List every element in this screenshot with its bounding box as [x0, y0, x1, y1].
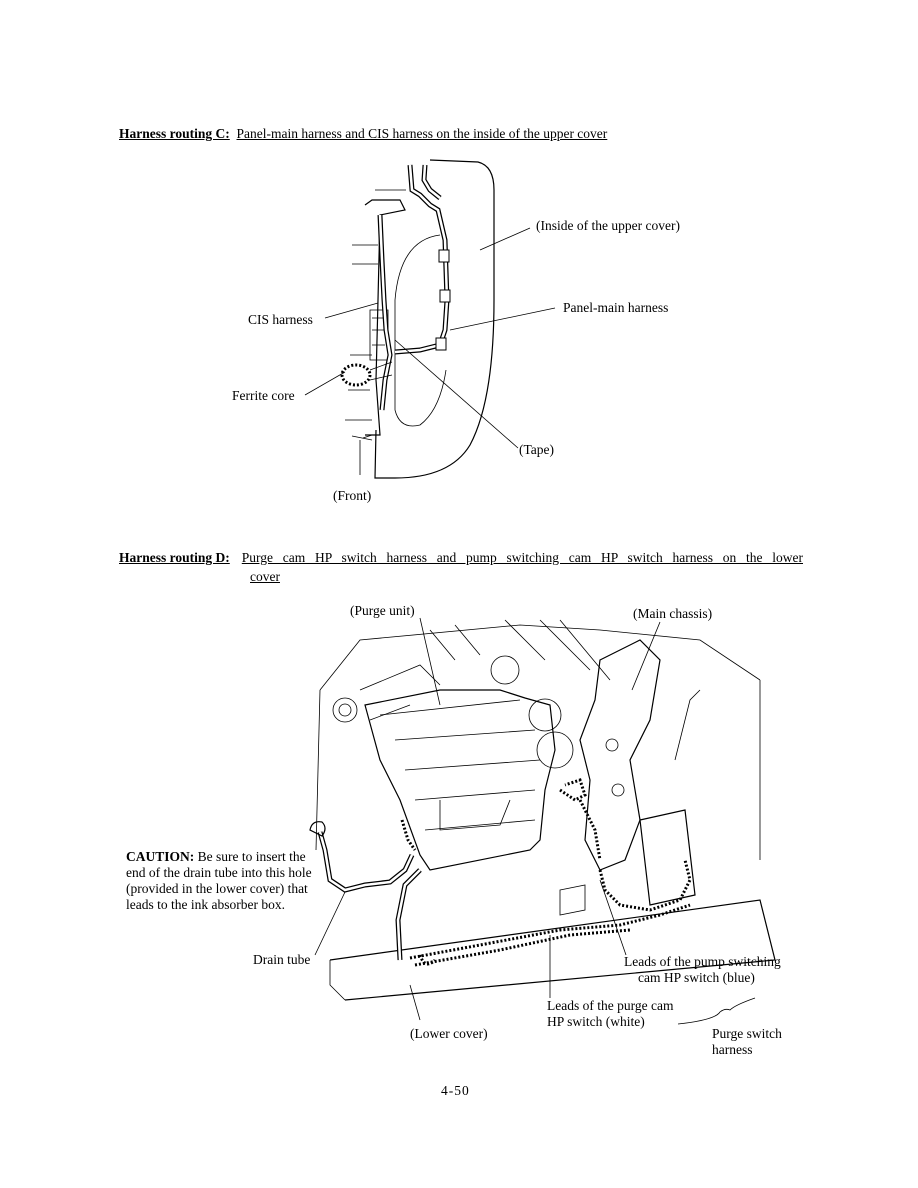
upper-cover-figure: [304, 159, 556, 479]
label-front: (Front): [333, 488, 372, 503]
label-pump-switch-leads-line2: cam HP switch (blue): [638, 970, 755, 985]
section-c-heading-lead: Harness routing C:: [119, 126, 230, 141]
label-purge-switch-harness-line1: Purge switch: [712, 1026, 782, 1041]
label-purge-cam-leads: Leads of the purge cam HP switch (white): [547, 998, 673, 1030]
label-tape: (Tape): [519, 442, 555, 457]
label-pump-switch-leads-line1: Leads of the pump switching: [624, 954, 781, 969]
label-cis-harness: CIS harness: [248, 312, 313, 327]
caution-note: CAUTION: Be sure to insert the end of th…: [126, 849, 316, 913]
section-d-heading-text-line1: Purge cam HP switch harness and pump swi…: [241, 550, 803, 565]
label-inside-upper-cover: (Inside of the upper cover): [536, 218, 680, 233]
label-purge-cam-leads-line1: Leads of the purge cam: [547, 998, 674, 1013]
label-main-chassis: (Main chassis): [633, 606, 713, 621]
label-drain-tube: Drain tube: [253, 952, 311, 967]
label-lower-cover: (Lower cover): [410, 1026, 488, 1041]
label-pump-switch-leads: Leads of the pump switching cam HP switc…: [624, 954, 781, 986]
page-number: 4-50: [441, 1083, 470, 1098]
lower-cover-figure: [309, 617, 776, 1025]
label-purge-switch-harness: Purge switch harness: [712, 1026, 782, 1058]
label-panel-main-harness: Panel-main harness: [563, 300, 669, 315]
section-c-heading-text: Panel-main harness and CIS harness on th…: [236, 126, 608, 141]
label-purge-switch-harness-line2: harness: [712, 1042, 753, 1057]
section-d-heading: Harness routing D: Purge cam HP switch h…: [119, 548, 803, 586]
section-d-heading-text-line2: cover: [250, 569, 280, 584]
section-d-heading-lead: Harness routing D:: [119, 550, 230, 565]
caution-lead: CAUTION:: [126, 849, 195, 864]
label-ferrite-core: Ferrite core: [232, 388, 295, 403]
section-c-heading: Harness routing C: Panel-main harness an…: [119, 124, 607, 143]
label-purge-cam-leads-line2: HP switch (white): [547, 1014, 645, 1029]
label-purge-unit: (Purge unit): [350, 603, 415, 618]
caution-text: Be sure to insert the end of the drain t…: [126, 849, 312, 912]
